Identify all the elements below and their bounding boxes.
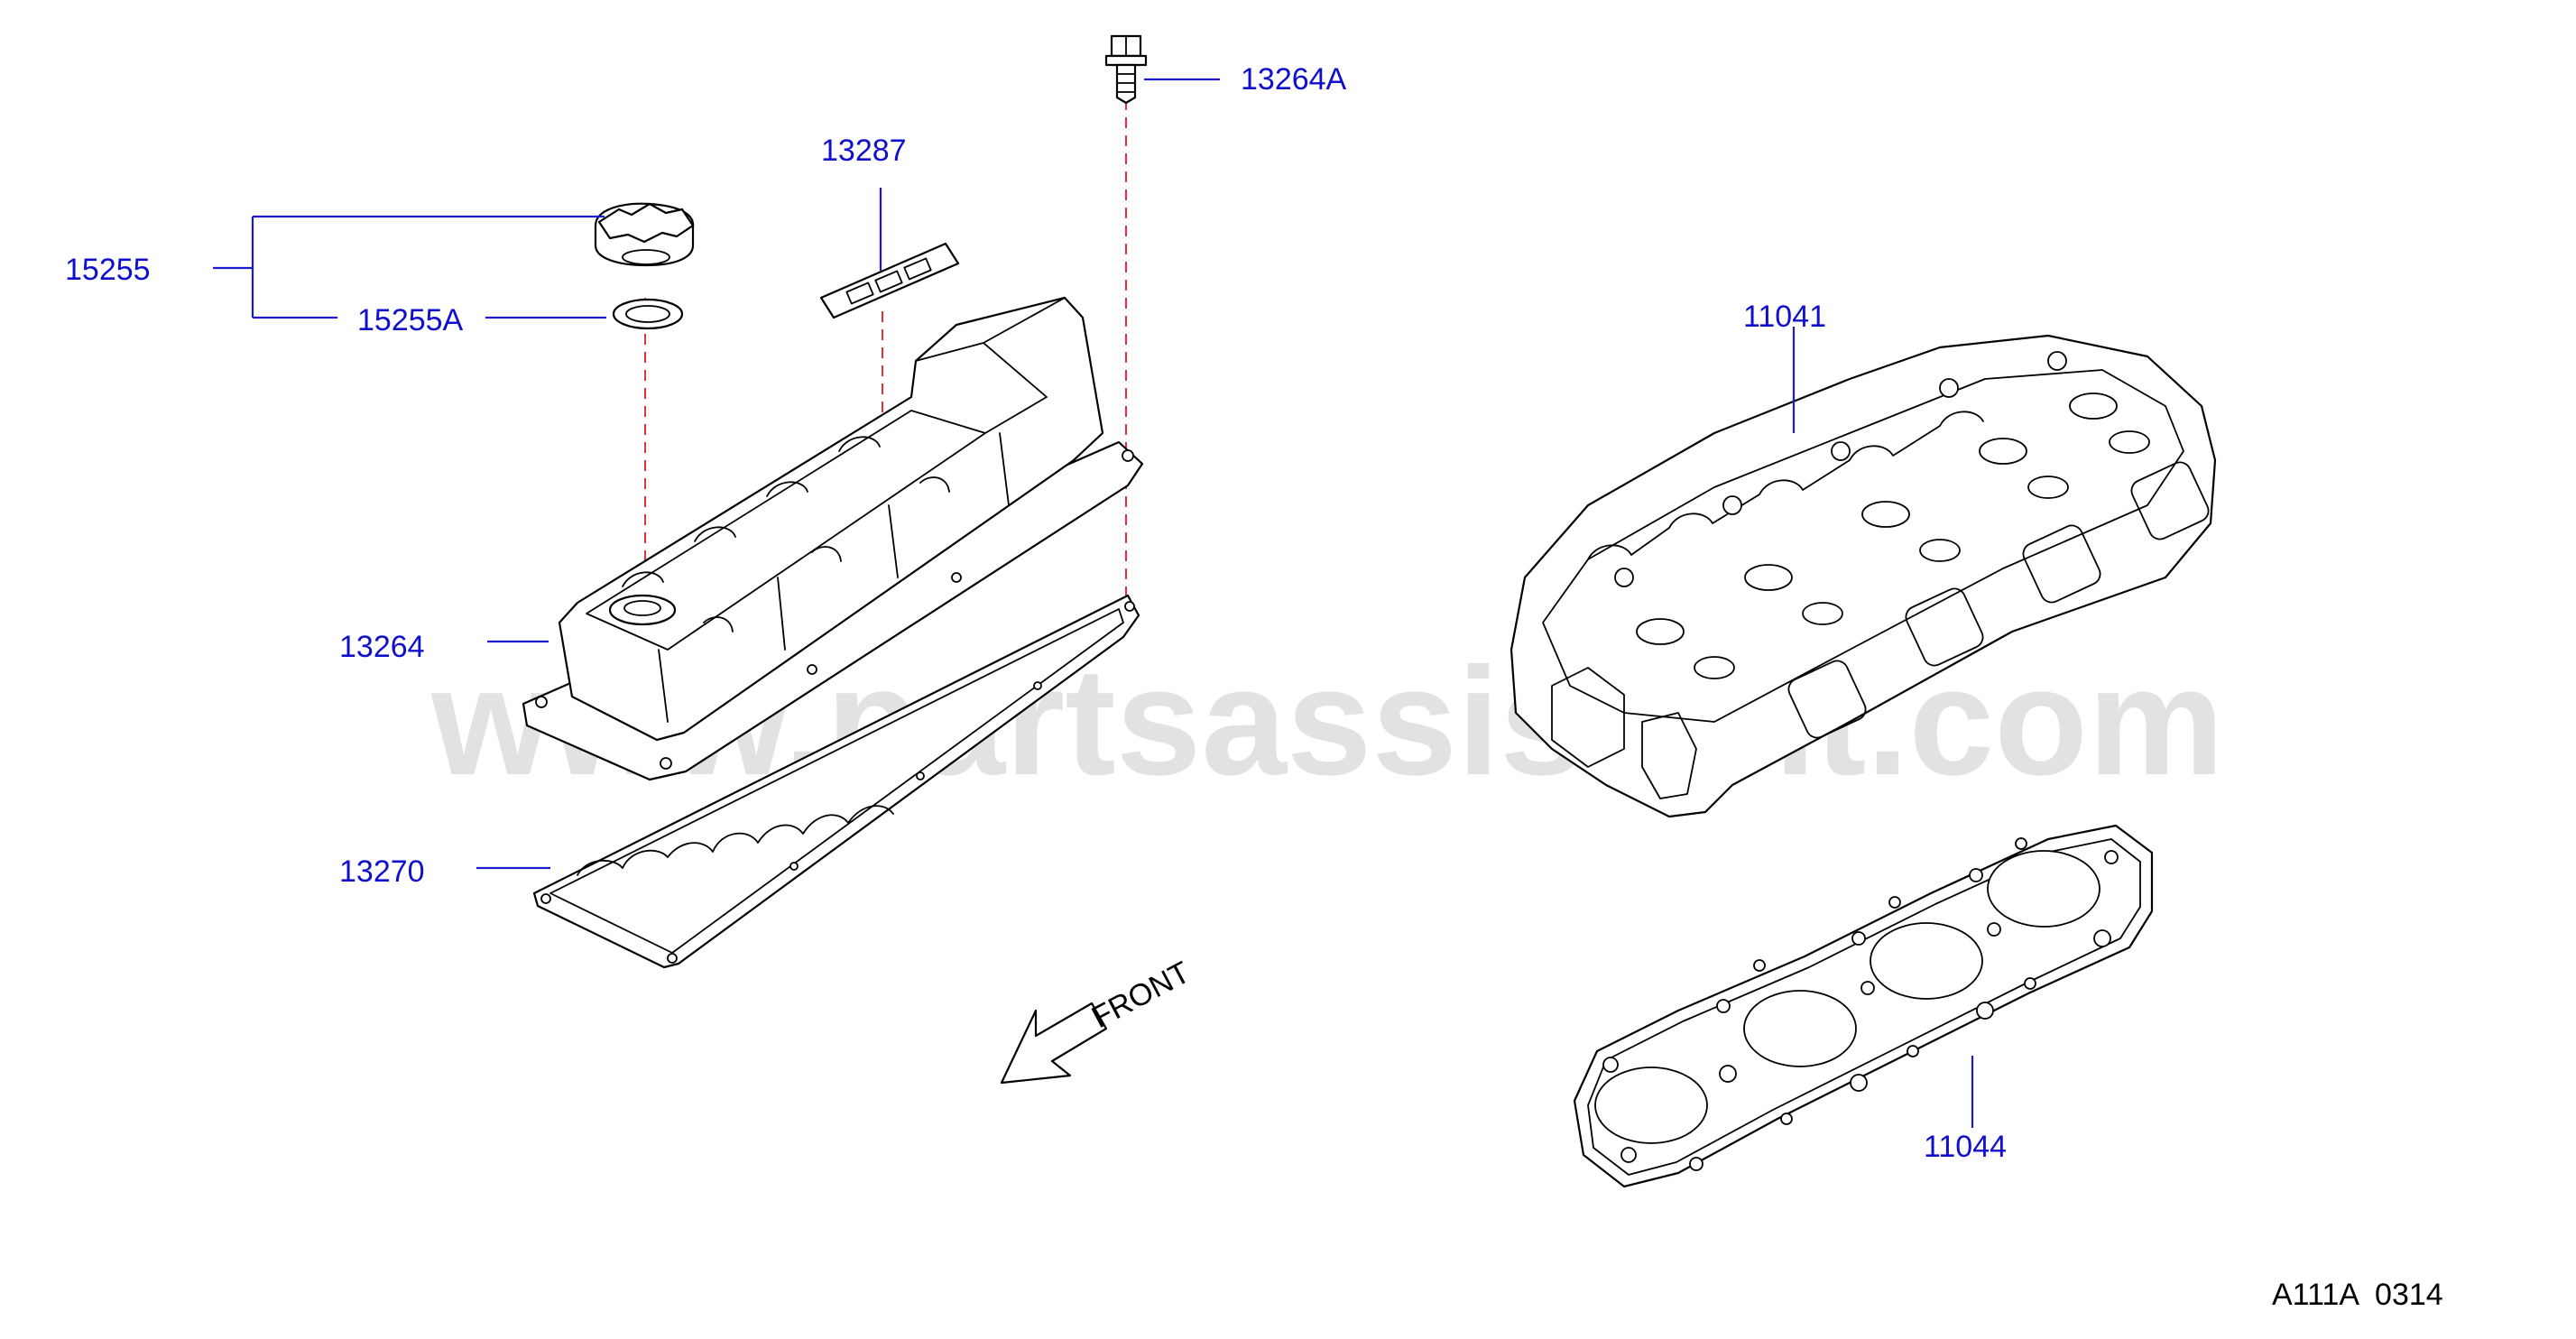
cylinder-head-11041[interactable] [1510,334,2217,818]
label-13264[interactable]: 13264 [339,630,425,664]
label-13270[interactable]: 13270 [339,854,425,889]
label-13287[interactable]: 13287 [821,134,907,168]
bore-3 [1870,922,1983,1000]
front-label: FRONT [1086,956,1196,1036]
front-arrow: FRONT [1000,956,1196,1085]
valve-cover-13264[interactable] [522,296,1144,781]
oil-filler-cap-15255[interactable] [594,202,695,267]
label-11044[interactable]: 11044 [1924,1130,2007,1164]
front-arrow-icon [1000,1002,1108,1085]
bolt-13264a[interactable] [1104,34,1148,105]
part-labels: 15255 15255A 13287 13264A 13264 13270 11… [65,62,2007,1164]
label-15255a[interactable]: 15255A [357,303,464,337]
bore-2 [1743,990,1857,1067]
drawing-reference: A111A 0314 [2272,1278,2443,1312]
label-15255[interactable]: 15255 [65,253,151,287]
leader-lines [213,78,1974,1128]
label-13264a[interactable]: 13264A [1241,62,1347,97]
seal-ring-15255a[interactable] [612,298,684,330]
bore-1 [1594,1067,1708,1144]
valve-cover-gasket-13270[interactable] [532,594,1140,969]
head-gasket-11044[interactable] [1573,824,2154,1188]
label-11041[interactable]: 11041 [1743,300,1826,334]
label-plate-13287[interactable] [819,242,960,319]
bore-4 [1987,850,2101,928]
